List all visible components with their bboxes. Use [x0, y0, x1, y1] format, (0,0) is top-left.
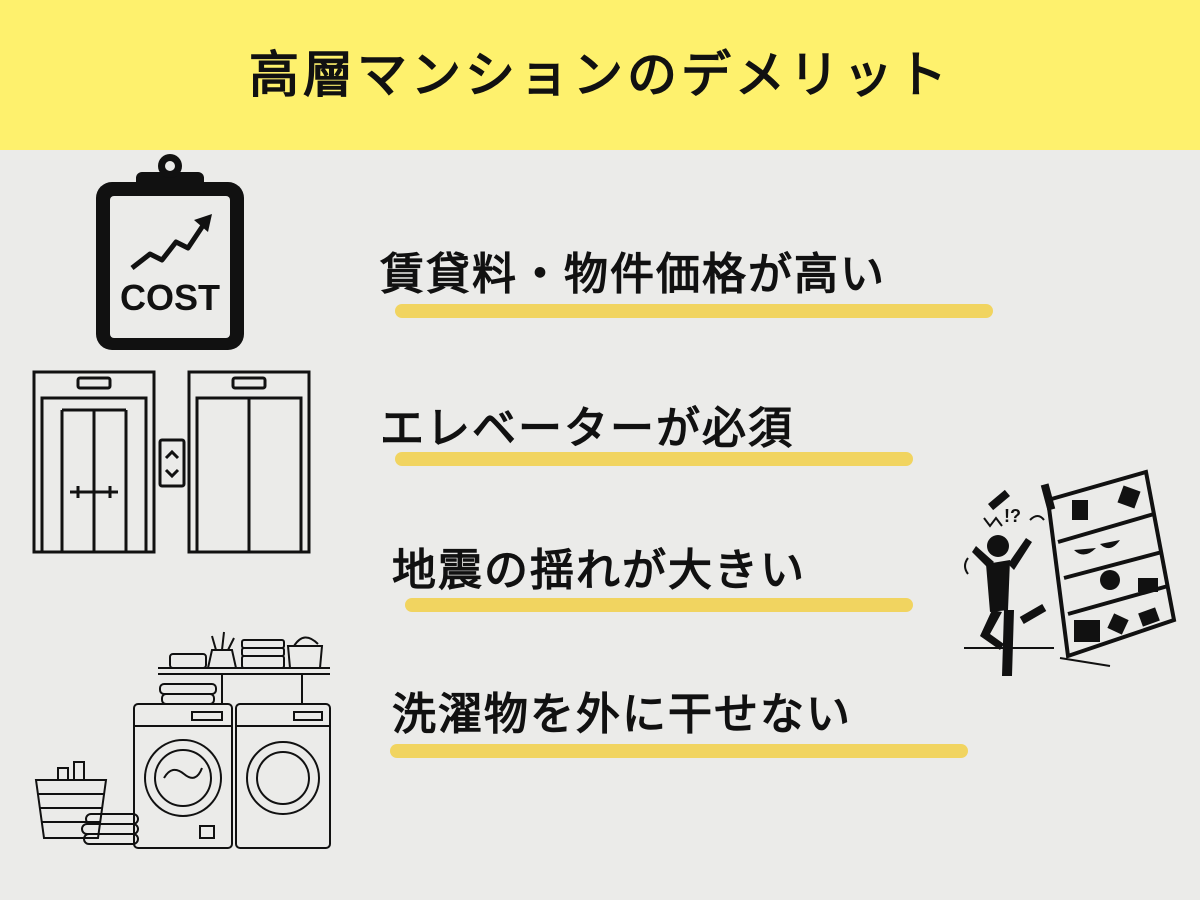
laundry-machines-icon	[34, 631, 331, 849]
item-elevator-required: エレベーターが必須	[380, 403, 794, 454]
quake-exclamation-label: !?	[1004, 506, 1021, 526]
elevator-icon	[32, 370, 311, 554]
cost-label: COST	[120, 277, 220, 318]
underline-4	[390, 744, 968, 758]
underline-1	[395, 304, 993, 318]
underline-2	[395, 452, 913, 466]
cost-clipboard-icon: COST	[96, 154, 244, 350]
underline-3	[405, 598, 913, 612]
header-banner: 高層マンションのデメリット	[0, 0, 1200, 150]
item-high-price: 賃貸料・物件価格が高い	[380, 249, 886, 300]
item-earthquake-shaking: 地震の揺れが大きい	[392, 545, 806, 596]
page-title: 高層マンションのデメリット	[249, 46, 951, 104]
earthquake-person-icon: !?	[964, 469, 1177, 676]
item-no-outdoor-laundry: 洗濯物を外に干せない	[392, 689, 852, 740]
